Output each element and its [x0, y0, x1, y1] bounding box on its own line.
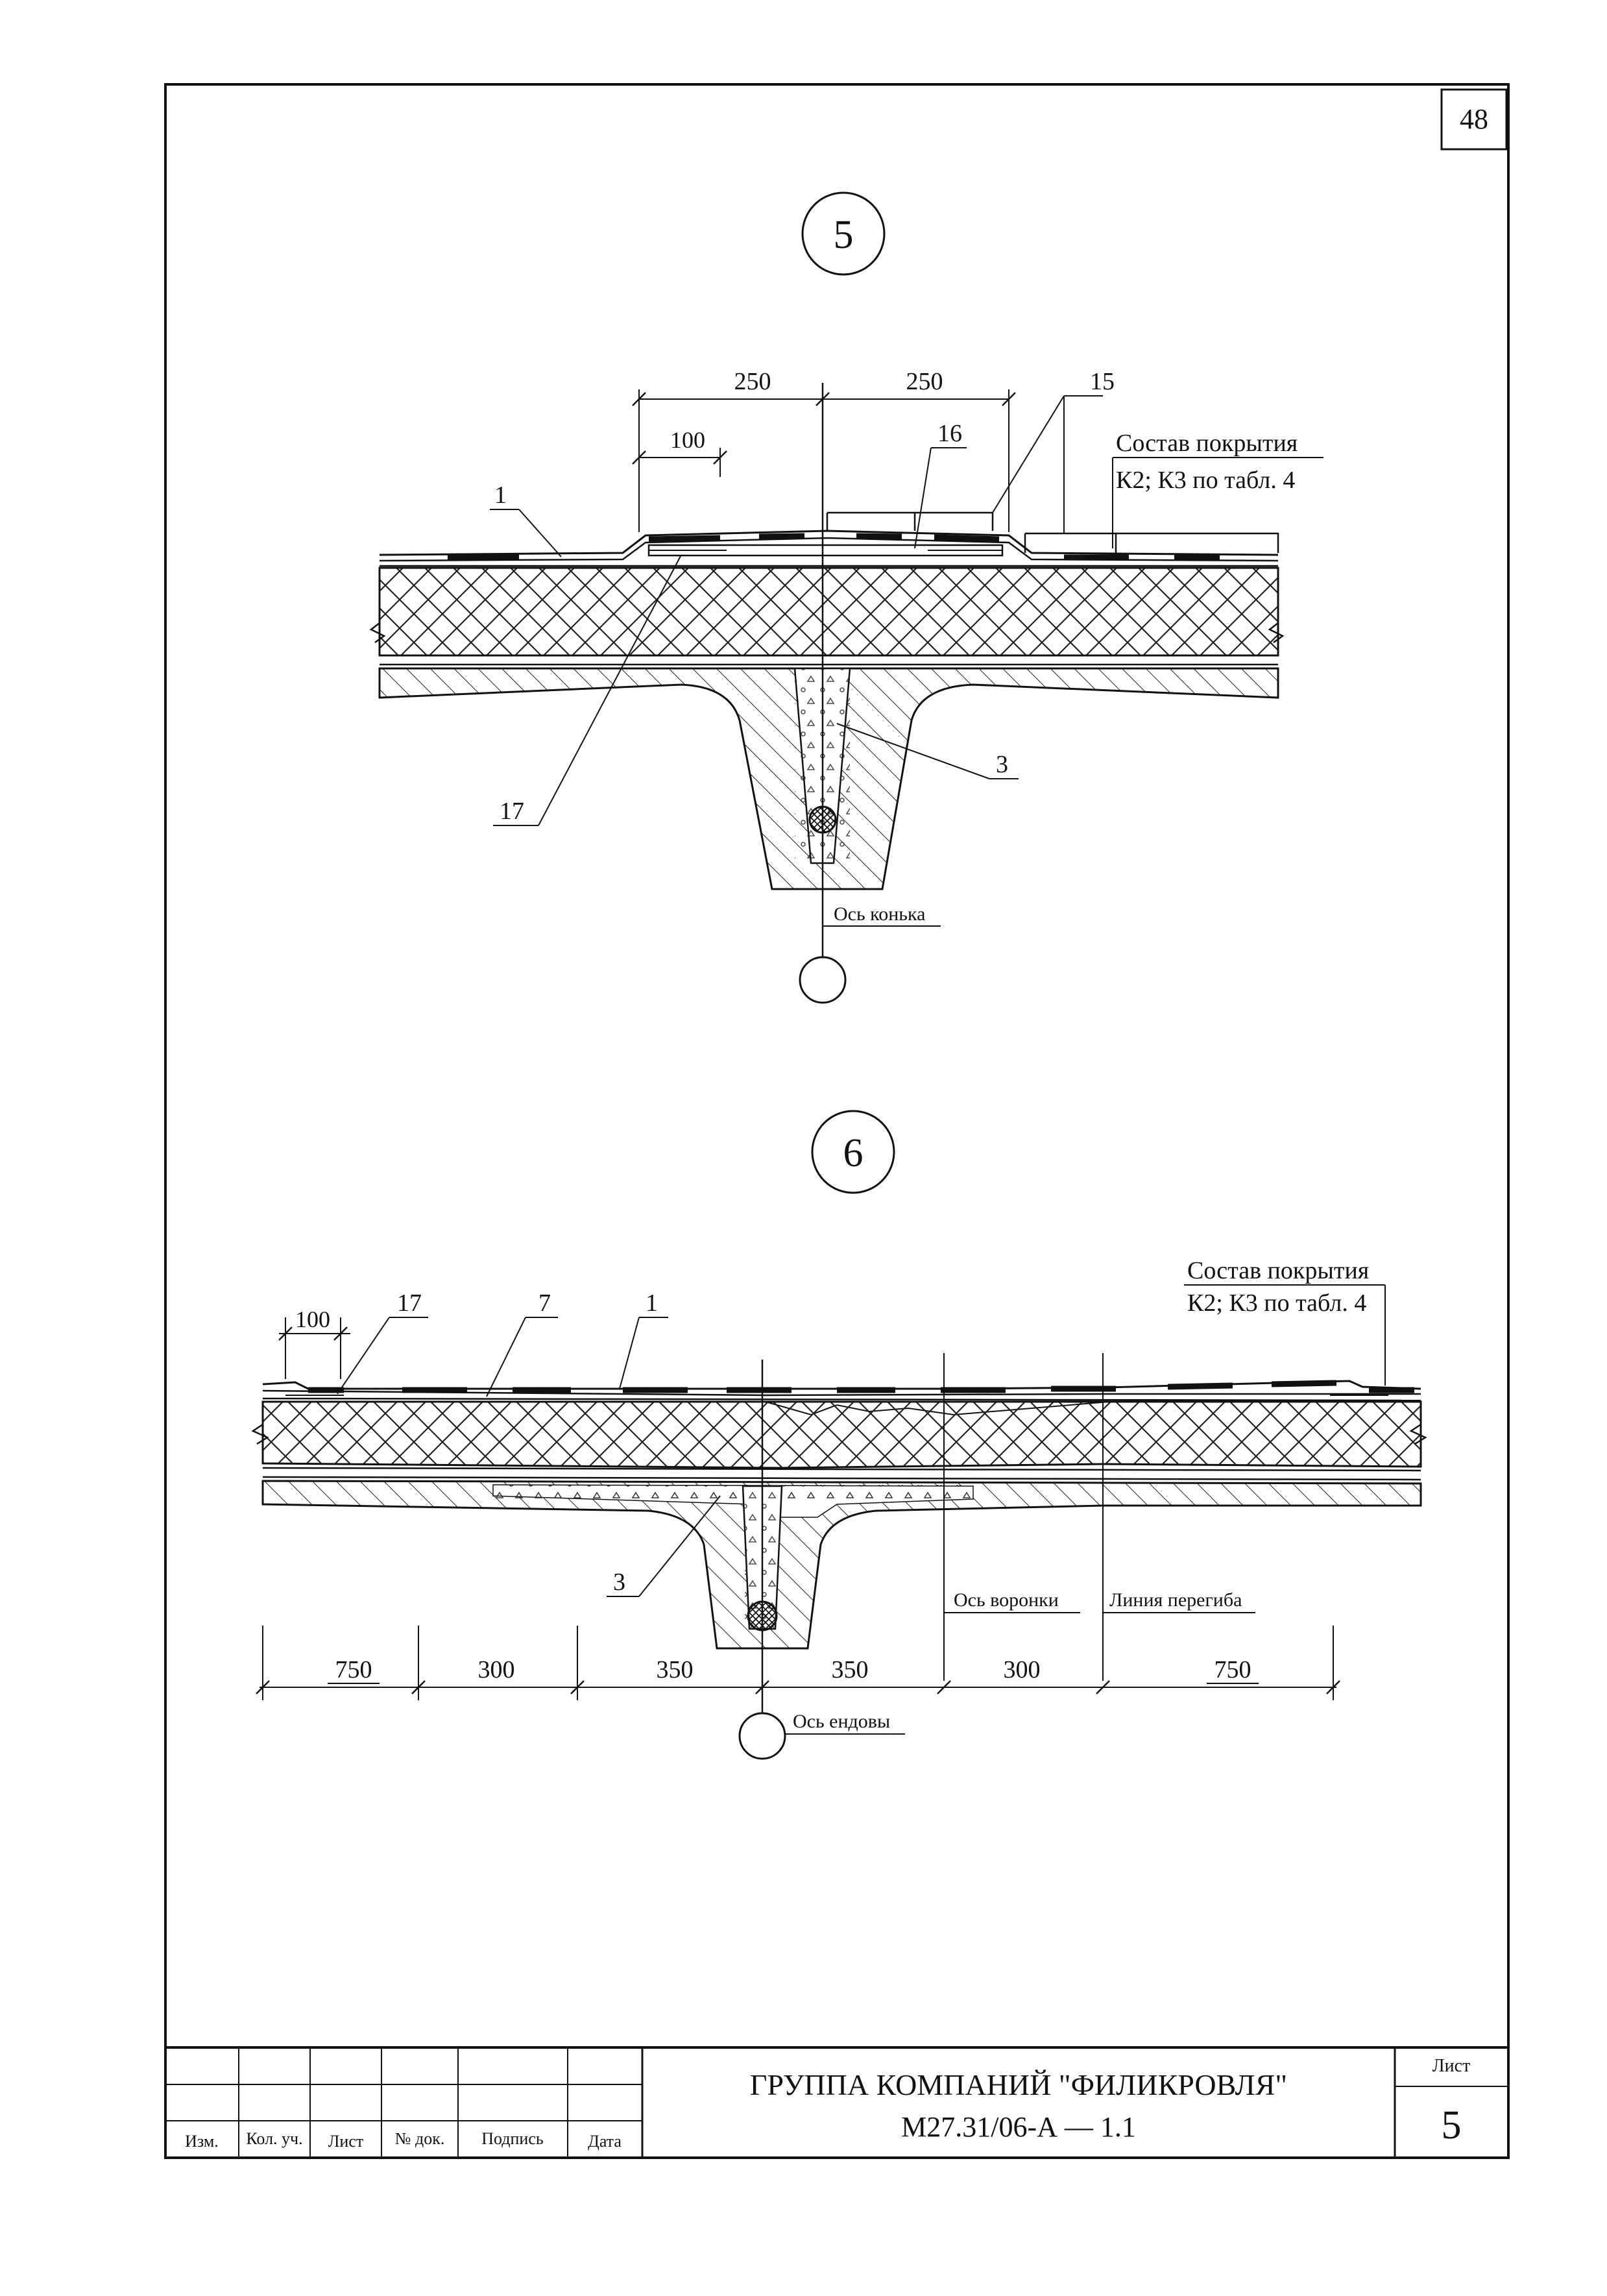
- title-col-list: Лист: [328, 2132, 363, 2151]
- title-col-doc-no: № док.: [395, 2129, 445, 2148]
- valley-dim-6: 750: [1214, 1656, 1251, 1683]
- valley-axis-marker: [738, 1712, 786, 1760]
- valley-dim-4: 350: [832, 1656, 869, 1683]
- ridge-callout-17: 17: [500, 798, 524, 825]
- valley-dim-lap: 100: [295, 1306, 330, 1332]
- valley-dim-1: 750: [335, 1656, 372, 1683]
- ridge-dim-left: 250: [734, 368, 771, 395]
- ridge-callout-3: 3: [996, 751, 1008, 778]
- valley-dimensions: 750 300 350 350 300 750 100: [256, 1306, 1340, 1700]
- ridge-callout-1: 1: [494, 482, 507, 509]
- ridge-composition-ref: К2; К3 по табл. 4: [1116, 467, 1295, 494]
- valley-axis-label: Ось ендовы: [793, 1711, 890, 1732]
- valley-callout-1: 1: [646, 1289, 658, 1317]
- valley-composition-title: Состав покрытия: [1187, 1257, 1369, 1284]
- detail-6-marker: [811, 1110, 895, 1194]
- title-col-signature: Подпись: [481, 2129, 544, 2148]
- valley-callout-7: 7: [538, 1289, 551, 1317]
- title-col-date: Дата: [588, 2132, 622, 2151]
- detail-5-marker-label: 5: [834, 213, 854, 257]
- detail-5-marker: [801, 191, 886, 276]
- ridge-callout-16: 16: [937, 420, 962, 447]
- title-col-kol-uch: Кол. уч.: [246, 2129, 302, 2148]
- ridge-composition-title: Состав покрытия: [1116, 430, 1298, 457]
- sheet-frame: 48: [164, 83, 1510, 2159]
- valley-dim-3: 350: [657, 1656, 694, 1683]
- title-block: Изм. Кол. уч. Лист № док. Подпись Дата Г…: [165, 2046, 1508, 2158]
- title-company: ГРУППА КОМПАНИЙ "ФИЛИКРОВЛЯ": [750, 2068, 1287, 2101]
- valley-dim-5: 300: [1004, 1656, 1041, 1683]
- detail-6-marker-label: 6: [843, 1131, 864, 1175]
- ridge-callouts: 15 16 1 17 3 Состав покрытия К2; К3 по т…: [490, 368, 1323, 826]
- title-col-izm: Изм.: [185, 2132, 219, 2151]
- title-sheet-label: Лист: [1432, 2056, 1471, 2076]
- valley-funnel-axis: Ось воронки: [954, 1589, 1059, 1611]
- ridge-axis-marker: [799, 956, 847, 1004]
- valley-slab: [261, 1480, 1422, 1650]
- detail-6-valley: 6: [251, 1110, 1427, 1760]
- ridge-dimensions: 250 250 100: [632, 368, 1016, 532]
- valley-callouts: 17 7 1 3 Состав покрытия К2; К3 по табл.…: [337, 1257, 1386, 1597]
- ridge-dim-lap: 100: [670, 427, 705, 453]
- valley-insulation: [261, 1400, 1422, 1469]
- valley-membrane-layers: [262, 1380, 1421, 1416]
- ridge-membrane-layers: [379, 511, 1279, 567]
- valley-bend-line: Линия перегиба: [1109, 1589, 1242, 1611]
- title-sheet-number: 5: [1442, 2103, 1462, 2147]
- ridge-insulation: [378, 567, 1279, 657]
- page-number: 48: [1460, 103, 1488, 135]
- valley-composition-ref: К2; К3 по табл. 4: [1187, 1289, 1366, 1317]
- valley-callout-3: 3: [613, 1569, 625, 1596]
- title-doc-code: М27.31/06-А — 1.1: [901, 2111, 1136, 2143]
- detail-5-ridge: 5: [369, 191, 1323, 1004]
- valley-callout-17: 17: [397, 1289, 422, 1317]
- ridge-callout-15: 15: [1090, 368, 1115, 395]
- ridge-dim-right: 250: [906, 368, 943, 395]
- valley-dim-2: 300: [478, 1656, 515, 1683]
- ridge-axis-label: Ось конька: [834, 903, 925, 925]
